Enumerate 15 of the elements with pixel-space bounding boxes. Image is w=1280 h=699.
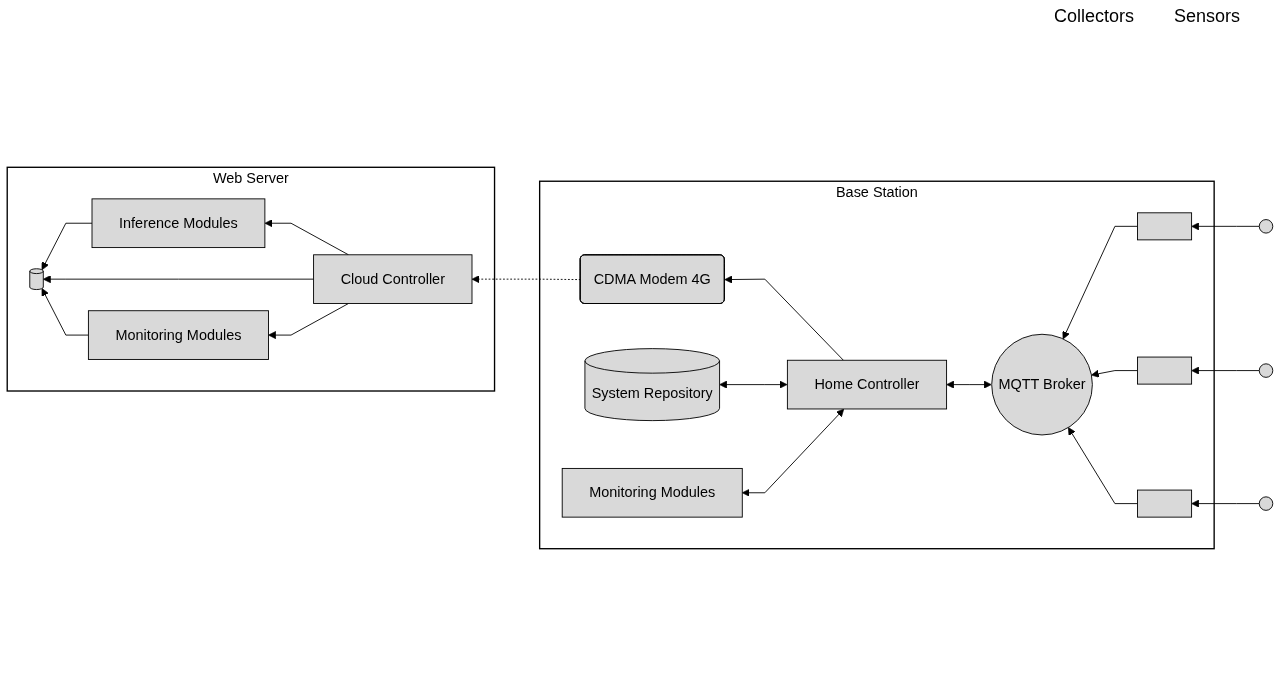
node-circle: MQTT Broker — [991, 333, 1093, 436]
node-circle — [1258, 219, 1274, 234]
node-box — [1137, 212, 1193, 241]
node-circle — [1258, 496, 1274, 511]
node-circle — [1258, 363, 1274, 378]
node-box — [1137, 356, 1193, 385]
node-box: Inference Modules — [91, 198, 266, 249]
node-box: Monitoring Modules — [87, 310, 269, 360]
node-box: Cloud Controller — [313, 254, 473, 304]
node-box: Home Controller — [786, 359, 948, 410]
node-box — [1137, 489, 1193, 518]
node-box: Monitoring Modules — [561, 467, 743, 518]
node-cylinder — [29, 268, 44, 290]
part-label: Collectors — [1053, 6, 1134, 27]
part-label: Sensors — [1173, 6, 1240, 27]
